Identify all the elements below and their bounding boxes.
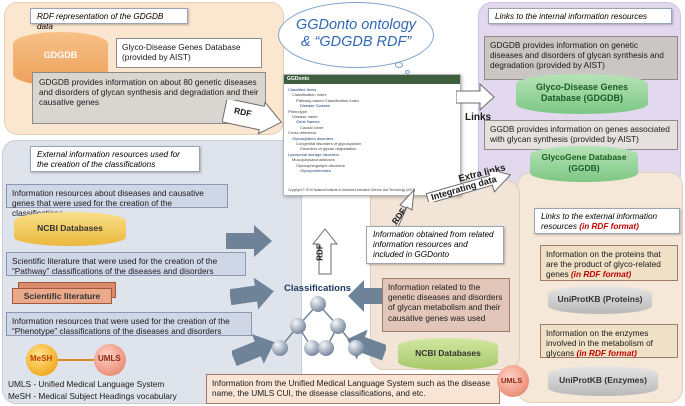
integrating-arrow	[425, 172, 512, 202]
uniprot-enzymes-cylinder: UniProtKB (Enzymes)	[548, 366, 658, 396]
ggdb-info-box: GGDB provides information on genes assoc…	[484, 120, 678, 150]
external-resources-label: External information resources used for …	[30, 146, 200, 172]
title-bubble-dot-1	[395, 62, 403, 68]
related-resources-label: Information obtained from related inform…	[366, 226, 504, 264]
proteins-text: Information on the proteins that are the…	[546, 249, 661, 280]
screenshot-line: Disease name	[292, 114, 318, 120]
gdgdb-description-box: Glyco-Disease Genes Database (provided b…	[116, 38, 262, 68]
pathway-literature-box: Scientific literature that were used for…	[6, 252, 246, 276]
umls-middle-badge	[497, 365, 529, 397]
gray-arrow-2	[230, 278, 274, 310]
scientific-literature-stack: Scientific literature	[12, 282, 116, 304]
gray-arrow-1	[226, 225, 272, 257]
screenshot-line: Causal Gene	[300, 124, 324, 130]
title-bubble-dot-2	[405, 70, 410, 74]
diseases-resources-box: Information resources about diseases and…	[6, 184, 228, 218]
gdgdb-info-box: GDGDB provides information on genetic di…	[484, 36, 678, 80]
uniprot-proteins-cylinder: UniProtKB (Proteins)	[548, 286, 652, 314]
rdf-representation-label: RDF representation of the GDGDB data	[30, 8, 188, 31]
gdgdb-cylinder-right: Glyco-Disease Genes Database (GDGDB)	[516, 74, 648, 114]
enzymes-rdf: (in RDF format)	[576, 348, 637, 359]
rdf-arrow-top-left	[222, 100, 283, 135]
screenshot-line: Classification Index	[292, 92, 327, 98]
screenshot-line: Pathway-based Classification Index	[296, 97, 360, 103]
proteins-rdf: (in RDF format)	[570, 269, 632, 280]
links-arrow	[456, 82, 495, 112]
enzymes-db-label: UniProtKB (Enzymes)	[559, 375, 647, 385]
title-line-1: GGDonto ontology	[295, 17, 417, 33]
external-links-text: Links to the external information resour…	[541, 212, 658, 231]
classifications-label: Classifications	[284, 283, 352, 294]
external-links-label: Links to the external information resour…	[534, 208, 680, 234]
related-info-box: Information related to the genetic disea…	[382, 278, 510, 332]
enzymes-info-box: Information on the enzymes involved in t…	[540, 324, 678, 358]
title-line-2: & “GDGDB RDF”	[300, 34, 412, 50]
screenshot-line: Phenotype	[288, 108, 308, 114]
screenshot-line: Gene Names	[296, 119, 320, 125]
rdf-arrow-up	[312, 228, 338, 275]
ggdb-cylinder: GlycoGene Database (GGDB)	[530, 146, 638, 182]
proteins-db-label: UniProtKB (Proteins)	[557, 294, 643, 304]
external-links-rdf: (in RDF format)	[579, 222, 639, 231]
screenshot-header: GGDonto	[284, 75, 460, 84]
umls-badge-label: UMLS	[98, 354, 121, 363]
screenshot-line: Classified Items	[288, 87, 317, 92]
links-label: Links	[465, 112, 492, 123]
mesh-umls-badges	[26, 344, 126, 376]
screenshot-line: Disorders of glycan degradation	[300, 146, 357, 152]
screenshot-line: Mucopolysaccharidoses	[292, 157, 335, 163]
legend-mesh: MeSH - Medical Subject Headings vocabula…	[8, 391, 177, 401]
internal-links-label: Links to the internal information resour…	[488, 8, 672, 24]
screenshot-line: Congenital disorders of glycosylation	[296, 141, 362, 147]
screenshot-footer: Copyright © 2016 National Institute of A…	[288, 188, 416, 192]
gray-arrow-4	[348, 280, 388, 312]
gray-arrow-3	[232, 334, 275, 366]
umls-info-box: Information from the Unified Medical Lan…	[206, 374, 500, 404]
mesh-badge-label: MeSH	[30, 354, 53, 363]
umls-middle-label: UMLS	[501, 376, 523, 385]
ncbi-label-middle: NCBI Databases	[415, 348, 481, 358]
classification-tree	[272, 296, 364, 356]
ncbi-cylinder-middle: NCBI Databases	[398, 338, 498, 370]
phenotype-resources-box: Information resources that were used for…	[6, 312, 252, 336]
enzymes-text: Information on the enzymes involved in t…	[546, 328, 653, 359]
legend-umls: UMLS - Unified Medical Language System	[8, 379, 165, 389]
screenshot-line: Disease Classes	[300, 103, 330, 109]
ggdb-db-label: GlycoGene Database (GGDB)	[541, 152, 627, 173]
gdgdb-summary-box: GDGDB provides information on about 80 g…	[32, 72, 266, 124]
screenshot-line: Cross reference	[288, 130, 317, 136]
rdf-label-3: RDF	[315, 244, 325, 261]
center-title: GGDonto ontology & “GDGDB RDF”	[278, 2, 434, 68]
proteins-info-box: Information on the proteins that are the…	[540, 245, 678, 281]
ncbi-cylinder-left: NCBI Databases	[14, 212, 126, 246]
screenshot-line: Lysosomal storage disorders	[288, 151, 339, 157]
screenshot-line: Glycosylation disorders	[292, 135, 334, 141]
ncbi-label-left: NCBI Databases	[37, 223, 103, 233]
literature-sheet-front: Scientific literature	[12, 288, 112, 304]
screenshot-line: Glycoproteinoses	[300, 168, 331, 174]
screenshot-line: Glycosphingolipid disorders	[296, 162, 345, 168]
gdgdb-db-label: Glyco-Disease Genes Database (GDGDB)	[535, 82, 629, 103]
gdgdb-cylinder-label: GDGDB	[43, 50, 78, 60]
